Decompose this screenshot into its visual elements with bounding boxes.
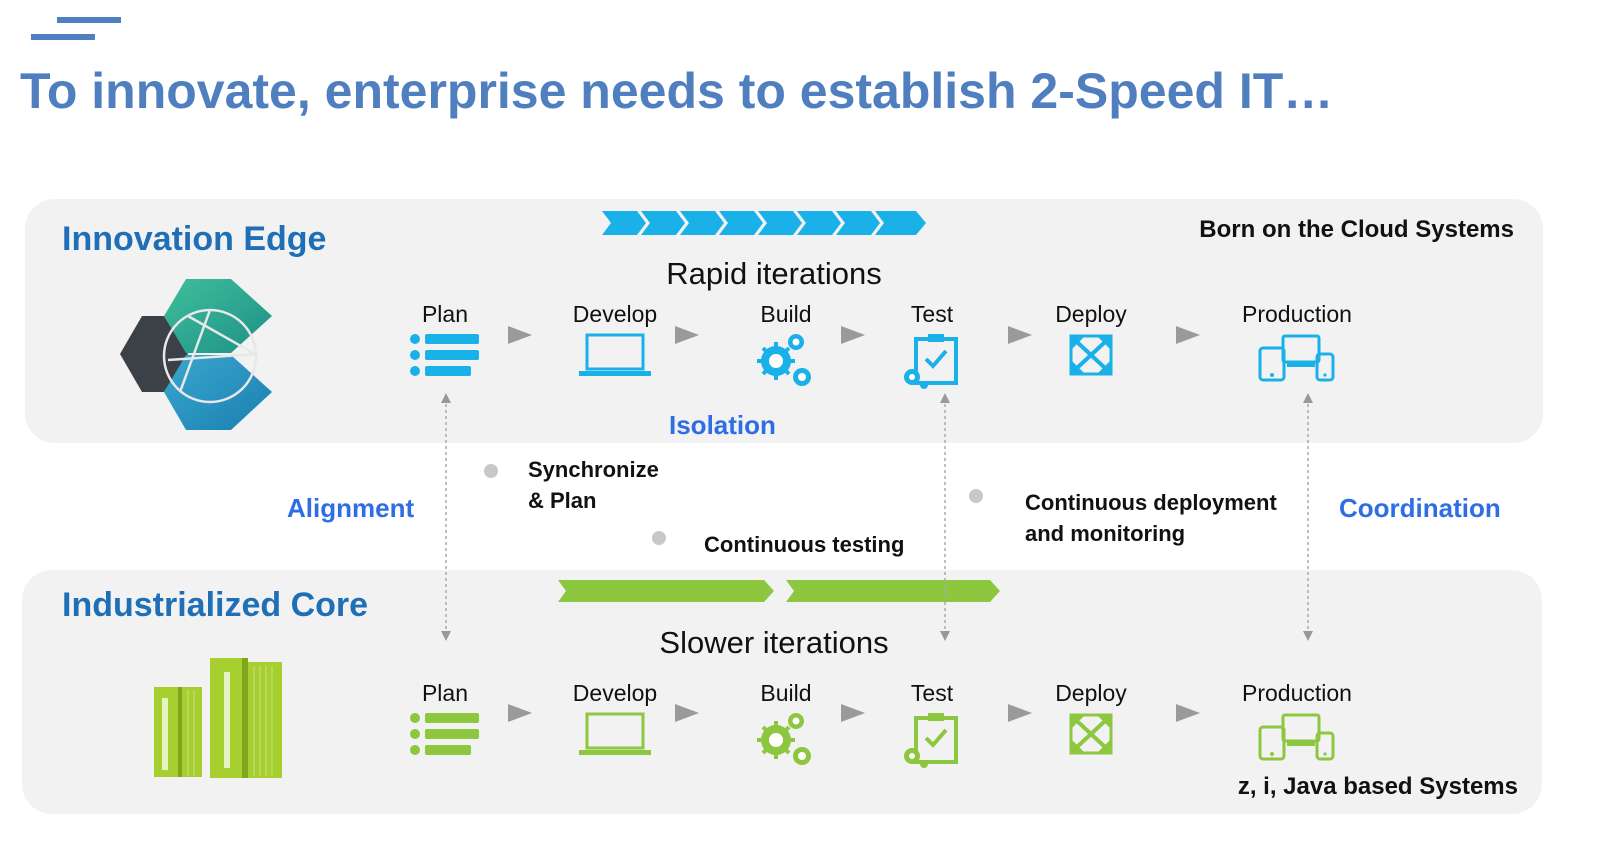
flow-arrow-icon xyxy=(675,704,699,727)
bullet-line: Synchronize xyxy=(528,457,659,482)
step-develop: Develop xyxy=(535,680,695,761)
flow-arrow-icon xyxy=(1176,326,1200,349)
gears-icon xyxy=(706,712,866,773)
flow-arrow-icon xyxy=(1008,704,1032,727)
hexagon-cluster-icon xyxy=(120,279,272,430)
step-label: Plan xyxy=(421,680,469,706)
born-on-cloud-note: Born on the Cloud Systems xyxy=(1199,216,1514,243)
expand-arrows-icon xyxy=(1011,333,1171,382)
step-label: Build xyxy=(760,301,812,327)
rapid-iterations-label: Rapid iterations xyxy=(666,256,882,291)
step-label: Develop xyxy=(572,301,658,327)
step-label: Deploy xyxy=(1055,680,1127,706)
synchronize-plan-bullet: Synchronize & Plan xyxy=(528,454,659,516)
expand-arrows-icon xyxy=(1011,712,1171,761)
step-test: Test xyxy=(852,301,1012,394)
step-production: Production xyxy=(1217,301,1377,388)
step-label: Develop xyxy=(572,680,658,706)
laptop-icon xyxy=(535,333,695,382)
step-deploy: Deploy xyxy=(1011,301,1171,382)
slower-iterations-label: Slower iterations xyxy=(659,625,889,660)
server-racks-icon xyxy=(154,658,282,778)
bullet-dot xyxy=(652,531,666,545)
industrialized-core-title: Industrialized Core xyxy=(62,586,369,624)
continuous-testing-bullet: Continuous testing xyxy=(704,529,904,560)
clipboard-check-icon xyxy=(852,712,1012,773)
step-label: Deploy xyxy=(1055,301,1127,327)
step-label: Build xyxy=(760,680,812,706)
step-plan: Plan xyxy=(365,301,525,382)
step-label: Plan xyxy=(421,301,469,327)
flow-arrow-icon xyxy=(841,704,865,727)
flow-arrow-icon xyxy=(1008,326,1032,349)
step-build: Build xyxy=(706,301,866,394)
java-systems-note: z, i, Java based Systems xyxy=(1237,773,1518,800)
alignment-label: Alignment xyxy=(287,493,415,523)
step-develop: Develop xyxy=(535,301,695,382)
flow-arrow-icon xyxy=(1176,704,1200,727)
bullet-line: & Plan xyxy=(528,488,597,513)
flow-arrow-icon xyxy=(841,326,865,349)
flow-arrow-icon xyxy=(508,704,532,727)
step-deploy: Deploy xyxy=(1011,680,1171,761)
logo-bars xyxy=(31,17,121,40)
innovation-edge-band xyxy=(25,199,1543,443)
laptop-icon xyxy=(535,712,695,761)
isolation-label: Isolation xyxy=(669,410,776,440)
bullet-dot xyxy=(969,489,983,503)
gears-icon xyxy=(706,333,866,394)
step-label: Test xyxy=(910,680,954,706)
rapid-chevron-ribbon xyxy=(602,211,926,235)
flow-arrow-icon xyxy=(675,326,699,349)
continuous-deployment-bullet: Continuous deployment and monitoring xyxy=(1025,487,1277,549)
bullet-dot xyxy=(484,464,498,478)
devices-icon xyxy=(1217,333,1377,388)
step-production: Production xyxy=(1217,680,1377,767)
step-label: Test xyxy=(910,301,954,327)
list-icon xyxy=(365,712,525,761)
innovation-edge-title: Innovation Edge xyxy=(62,220,327,258)
list-icon xyxy=(365,333,525,382)
step-label: Production xyxy=(1242,680,1352,706)
bullet-line: Continuous deployment xyxy=(1025,490,1277,515)
page-title: To innovate, enterprise needs to establi… xyxy=(20,63,1334,119)
clipboard-check-icon xyxy=(852,333,1012,394)
bullet-line: Continuous testing xyxy=(704,532,905,557)
step-label: Production xyxy=(1242,301,1352,327)
coordination-label: Coordination xyxy=(1339,493,1501,523)
bullet-line: and monitoring xyxy=(1025,521,1186,546)
step-test: Test xyxy=(852,680,1012,773)
flow-arrow-icon xyxy=(508,326,532,349)
step-build: Build xyxy=(706,680,866,773)
step-plan: Plan xyxy=(365,680,525,761)
devices-icon xyxy=(1217,712,1377,767)
